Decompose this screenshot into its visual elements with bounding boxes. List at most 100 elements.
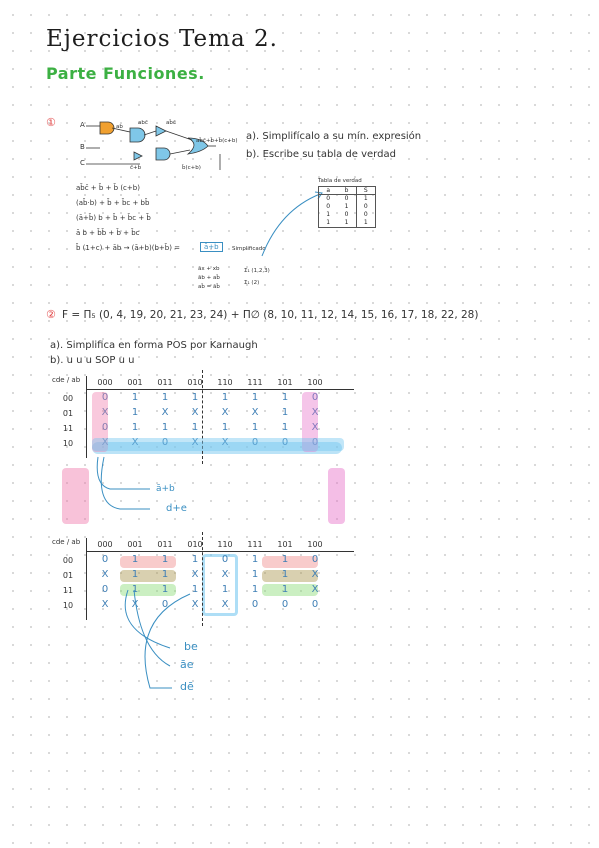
kmap-cell: 0 (221, 554, 229, 565)
arrow-to-truth-table (261, 191, 323, 257)
kmap-cell: 1 (221, 422, 229, 433)
map2-group-olive-2 (262, 570, 318, 582)
kmap-cell: X (131, 437, 139, 448)
map2-group-green-2 (262, 584, 318, 596)
map2-result-2: āe (180, 658, 194, 671)
kmap-row-header: 00 (62, 394, 74, 403)
kmap-cell: X (101, 407, 109, 418)
kmap-cell: X (101, 437, 109, 448)
kmap-cell: 1 (191, 392, 199, 403)
note-right-2: Σ₁ (2) (244, 280, 260, 286)
kmap-col-header: 000 (97, 378, 113, 387)
map1-group-blue-row (92, 438, 344, 451)
kmap-cell: X (191, 599, 199, 610)
kmap-cell: 1 (161, 422, 169, 433)
kmap-col-header: 100 (307, 378, 323, 387)
kmap-cell: X (191, 437, 199, 448)
kmap-cell: 1 (131, 569, 139, 580)
kmap-cell: X (161, 407, 169, 418)
kmap-cell: 0 (251, 437, 259, 448)
kmap-col-header: 011 (157, 540, 173, 549)
kmap-cell: 1 (251, 554, 259, 565)
tt-header-s: S (355, 187, 375, 194)
kmap-cell: 1 (251, 422, 259, 433)
kmap-row-header: 11 (62, 424, 74, 433)
function-definition: F = Π₅ (0, 4, 19, 20, 21, 23, 24) + Π∅ (… (62, 309, 479, 321)
map2-group-red-2 (262, 556, 318, 568)
map1-group-pink-left (92, 392, 108, 452)
tt-cell: 0 (344, 211, 349, 218)
tt-cell: 1 (326, 211, 331, 218)
kmap-cell: 1 (251, 569, 259, 580)
kmap-col-header: 101 (277, 378, 293, 387)
kmap-header-rule (86, 389, 354, 390)
map2-group-red-1 (120, 556, 176, 568)
kmap-cell: 0 (101, 422, 109, 433)
kmap-cell: 0 (311, 392, 319, 403)
map1-group-pink-right (302, 392, 318, 452)
gate-label-5: b̄(c+b) (182, 165, 201, 171)
tt-cell: 0 (344, 195, 349, 202)
kmap-cell: 1 (281, 554, 289, 565)
kmap-cell: 1 (191, 554, 199, 565)
kmap-row-header: 10 (62, 439, 74, 448)
tt-cell: 0 (326, 195, 331, 202)
kmap-cell: X (311, 584, 319, 595)
truth-table-title: Tabla de verdad (318, 178, 362, 184)
kmap-cell: X (221, 569, 229, 580)
kmap-col-header: 001 (127, 540, 143, 549)
kmap-side-rule (86, 538, 87, 620)
exercise-1-number: ① (46, 116, 56, 129)
kmap-cell: 1 (221, 392, 229, 403)
kmap-cell: 0 (161, 437, 169, 448)
map1-result-2: d+e (166, 503, 187, 514)
circuit-output-expression: ab̄c̄+b̄+b̄(c+b) (196, 138, 238, 144)
kmap-cell: 1 (281, 392, 289, 403)
kmap-cell: 0 (101, 584, 109, 595)
kmap-cell: 1 (131, 407, 139, 418)
kmap-cell: 1 (131, 554, 139, 565)
kmap-cell: 1 (221, 584, 229, 595)
map2-group-blue (202, 554, 238, 616)
step-5: b̄ (1+c) + āb → (ā+b)(b+b̄) = (76, 244, 181, 252)
kmap-cell: X (221, 437, 229, 448)
logic-circuit-diagram (86, 121, 221, 170)
page-title: Ejercicios Tema 2. (46, 26, 278, 52)
kmap-cell: X (251, 407, 259, 418)
gate-label-3: ab̄c̄ (166, 120, 176, 126)
kmap-col-header: 110 (217, 378, 233, 387)
kmap-col-header: 101 (277, 540, 293, 549)
kmap-cell: X (221, 407, 229, 418)
instruction-b: b). Escribe su tabla de verdad (246, 149, 396, 160)
note-right-1: Σ₁ (1,2,3) (244, 268, 270, 274)
kmap-cell: 0 (251, 599, 259, 610)
kmap-col-header: 110 (217, 540, 233, 549)
exercise-2-number: ② (46, 308, 56, 321)
kmap-cell: 1 (131, 422, 139, 433)
tt-cell: 1 (355, 195, 375, 203)
kmap-cell: X (101, 569, 109, 580)
kmap-row-header: 01 (62, 409, 74, 418)
kmap-cell: 1 (161, 392, 169, 403)
kmap-mirror-line (202, 370, 203, 464)
kmap-cell: 1 (131, 584, 139, 595)
kmap-cell: 1 (191, 584, 199, 595)
circuit-input-c: C (80, 159, 85, 167)
step-4: ā b + b̄b̄ + b̄ + b̄c (76, 229, 140, 237)
kmap-cell: 0 (311, 599, 319, 610)
tt-header-b: b (344, 187, 349, 194)
step-2: (ab̄·b) + b̄ + b̄c + bb̄ (76, 199, 150, 207)
kmap-cell: 1 (281, 422, 289, 433)
map2-result-3: dē (180, 680, 194, 693)
simplified-label: Simplificado (232, 246, 266, 252)
kmap-cell: 1 (251, 392, 259, 403)
kmap-cell: 1 (251, 584, 259, 595)
kmap-cell: X (101, 599, 109, 610)
kmap-col-header: 111 (247, 540, 263, 549)
kmap-cell: X (311, 569, 319, 580)
tt-cell: 1 (355, 219, 375, 227)
kmap-corner: cde / ab (52, 376, 81, 384)
kmap-cell: X (131, 599, 139, 610)
